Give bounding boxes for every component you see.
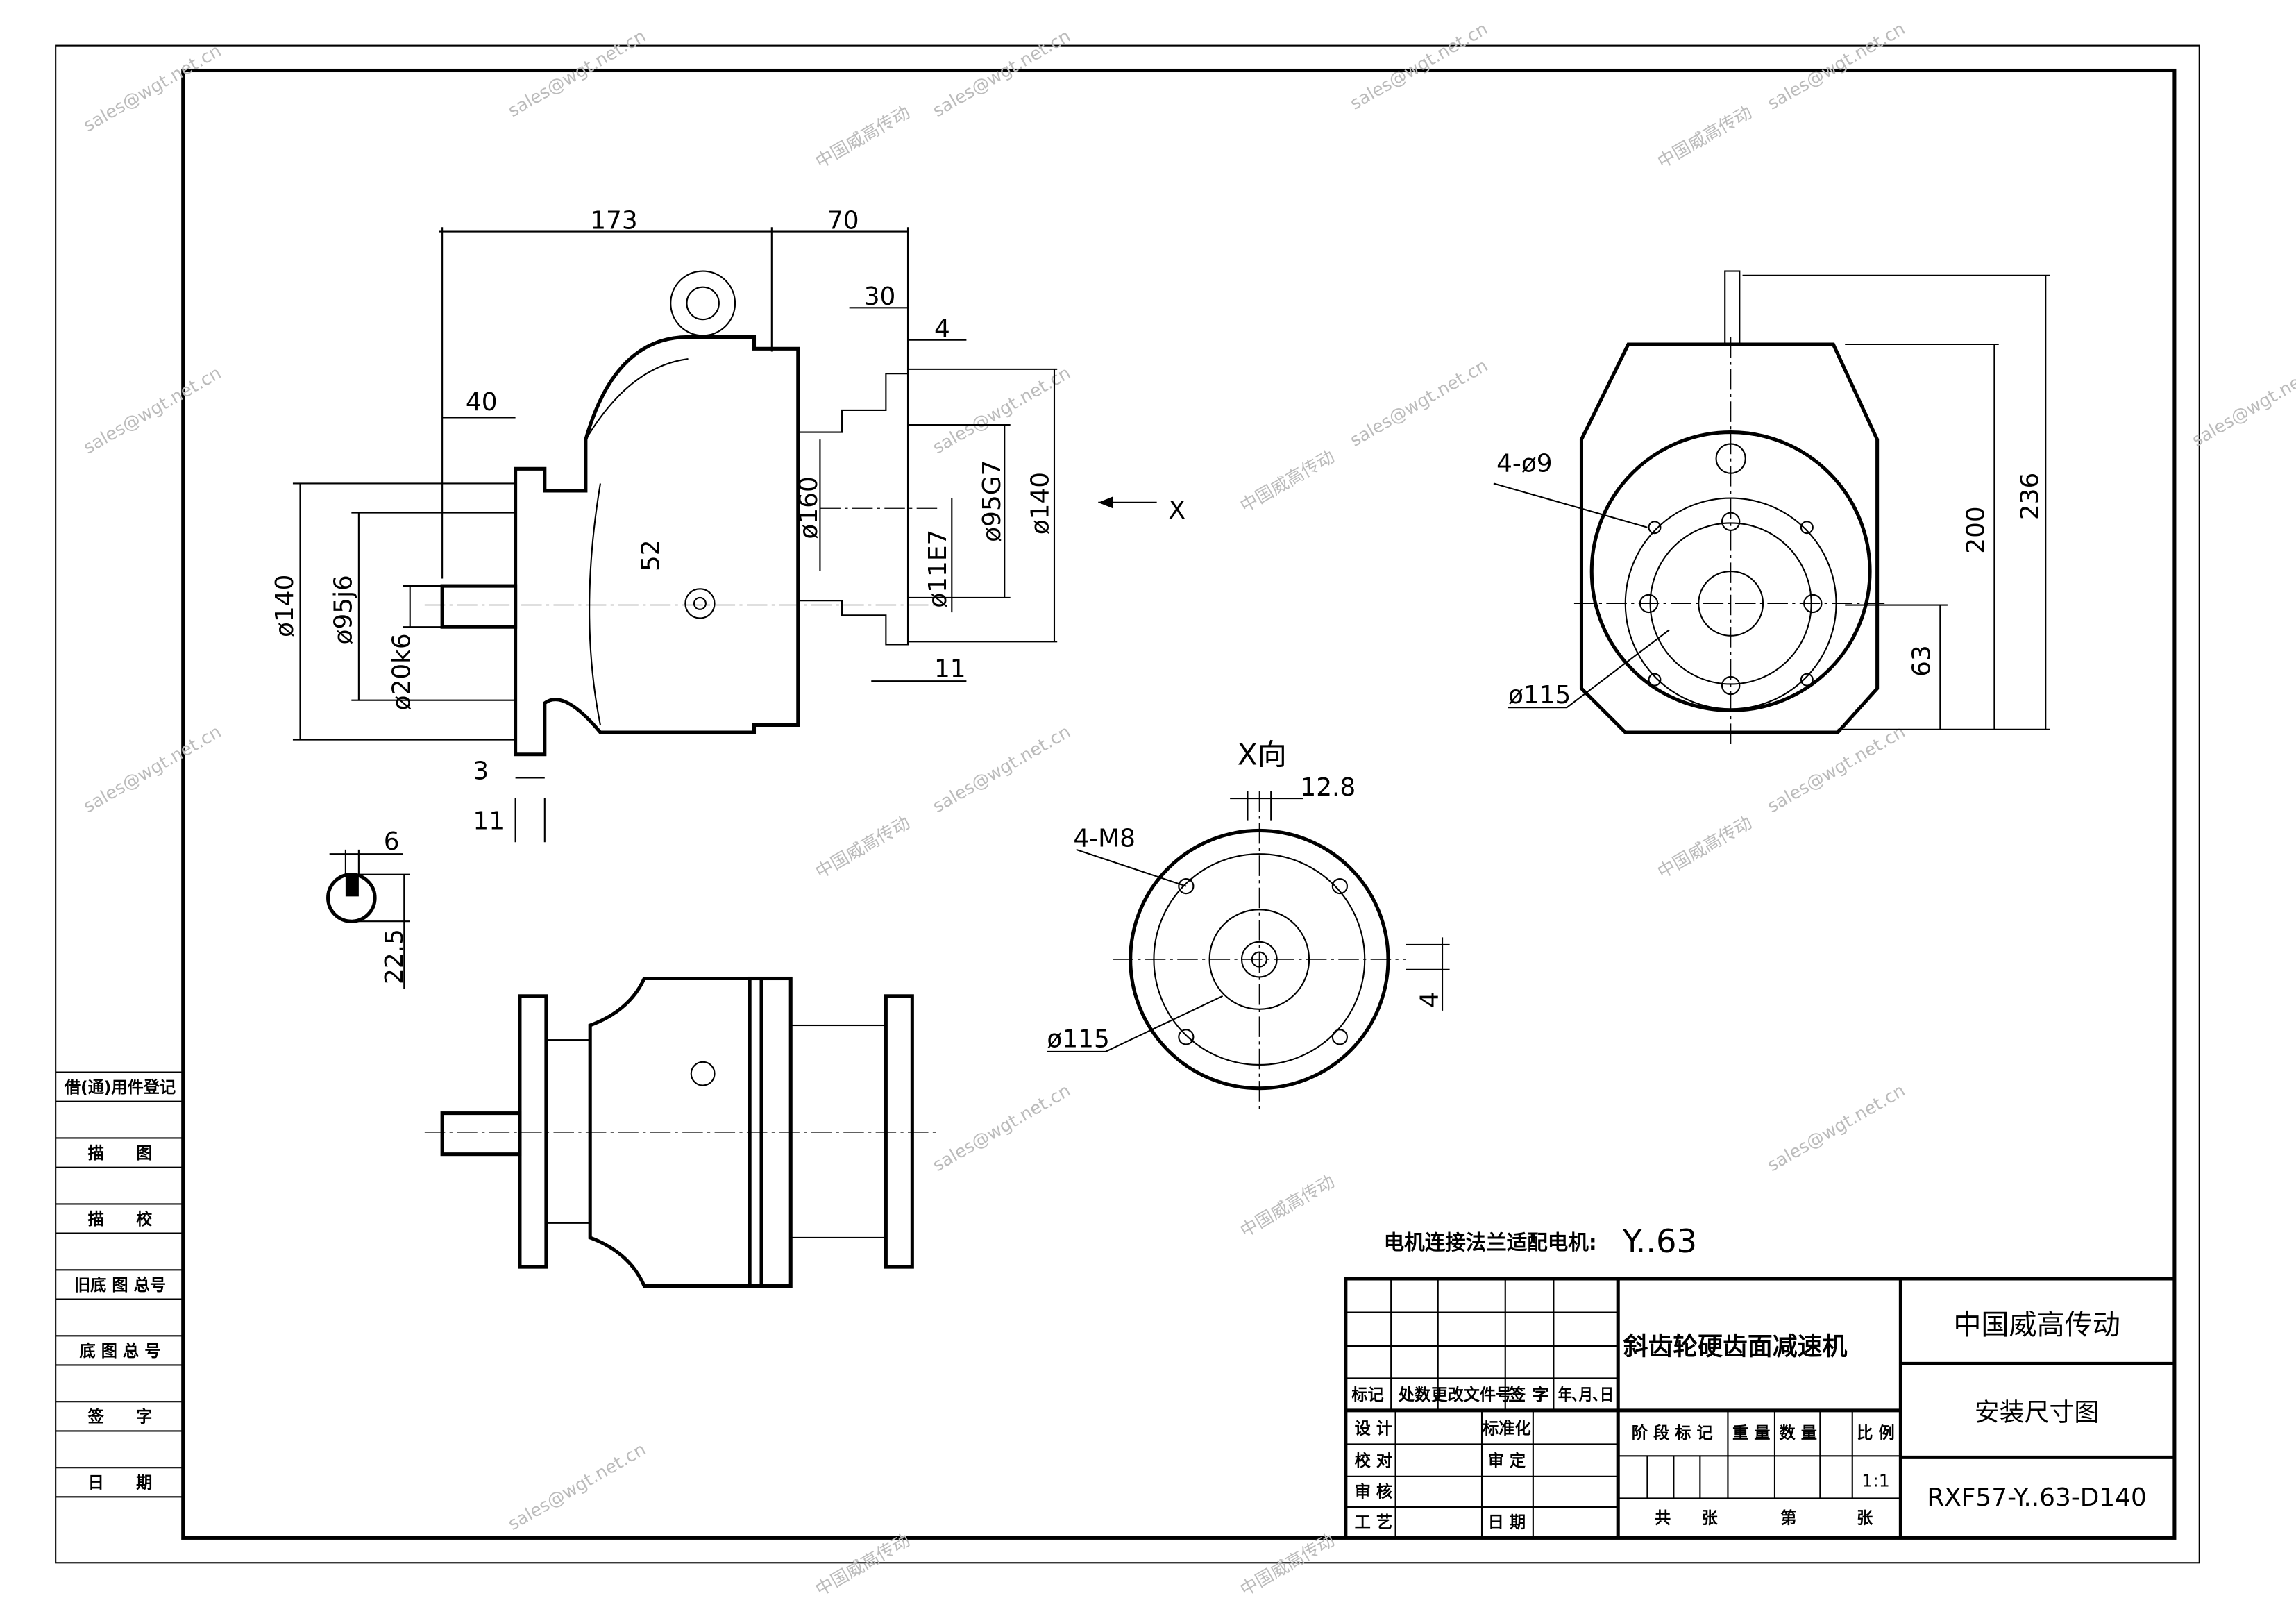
svg-text:11: 11 bbox=[934, 655, 966, 683]
end-view: 4-ø9 200 236 63 ø115 bbox=[1493, 270, 2050, 748]
svg-text:70: 70 bbox=[827, 206, 859, 235]
svg-text:52: 52 bbox=[636, 539, 665, 571]
svg-text:中国威高传动: 中国威高传动 bbox=[1237, 446, 1338, 516]
svg-text:ø140: ø140 bbox=[271, 575, 299, 637]
x-view: X向 12.8 4-M8 4 ø115 bbox=[1047, 737, 1450, 1113]
svg-text:ø95G7: ø95G7 bbox=[978, 460, 1006, 542]
drawing-type: 安装尺寸图 bbox=[1975, 1399, 2099, 1427]
svg-text:ø11E7: ø11E7 bbox=[924, 530, 952, 608]
svg-text:工 艺: 工 艺 bbox=[1355, 1513, 1392, 1532]
svg-text:sales@wgt.net.cn: sales@wgt.net.cn bbox=[929, 1080, 1074, 1175]
svg-text:6: 6 bbox=[384, 827, 400, 856]
svg-text:中国威高传动: 中国威高传动 bbox=[812, 812, 913, 882]
svg-text:描 校: 描 校 bbox=[88, 1210, 153, 1229]
svg-text:ø115: ø115 bbox=[1047, 1025, 1109, 1054]
svg-text:第: 第 bbox=[1780, 1508, 1796, 1527]
svg-text:中国威高传动: 中国威高传动 bbox=[1237, 1530, 1338, 1600]
svg-text:电机连接法兰适配电机:: 电机连接法兰适配电机: bbox=[1384, 1231, 1597, 1254]
left-register-table: 借(通)用件登记 描 图 描 校 旧底 图 总号 底 图 总 号 签 字 日 期 bbox=[56, 1071, 183, 1498]
svg-text:处数: 处数 bbox=[1398, 1386, 1431, 1404]
svg-text:描 图: 描 图 bbox=[88, 1144, 153, 1163]
inner-frame bbox=[181, 68, 2177, 1540]
svg-text:sales@wgt.net.cn: sales@wgt.net.cn bbox=[929, 362, 1074, 457]
svg-text:中国威高传动: 中国威高传动 bbox=[1654, 812, 1755, 882]
svg-text:sales@wgt.net.cn: sales@wgt.net.cn bbox=[505, 26, 649, 121]
model-number: RXF57-Y..63-D140 bbox=[1927, 1483, 2146, 1512]
svg-text:日 期: 日 期 bbox=[1488, 1513, 1526, 1532]
svg-text:sales@wgt.net.cn: sales@wgt.net.cn bbox=[80, 40, 224, 135]
svg-text:阶 段 标 记: 阶 段 标 记 bbox=[1632, 1424, 1713, 1443]
svg-text:4: 4 bbox=[1416, 992, 1444, 1008]
svg-text:sales@wgt.net.cn: sales@wgt.net.cn bbox=[1764, 1080, 1908, 1175]
svg-text:数 量: 数 量 bbox=[1779, 1424, 1816, 1443]
svg-text:校 对: 校 对 bbox=[1355, 1452, 1392, 1470]
svg-text:签 字: 签 字 bbox=[1508, 1386, 1549, 1404]
svg-text:sales@wgt.net.cn: sales@wgt.net.cn bbox=[1764, 19, 1908, 114]
svg-text:底 图 总 号: 底 图 总 号 bbox=[80, 1342, 161, 1361]
x-view-title: X向 bbox=[1238, 737, 1287, 771]
product-name: 斜齿轮硬齿面减速机 bbox=[1623, 1333, 1848, 1361]
svg-text:更改文件号: 更改文件号 bbox=[1431, 1386, 1512, 1404]
svg-text:旧底 图 总号: 旧底 图 总号 bbox=[74, 1276, 166, 1295]
svg-text:12.8: 12.8 bbox=[1300, 773, 1356, 802]
svg-text:sales@wgt.net.cn: sales@wgt.net.cn bbox=[929, 26, 1074, 121]
svg-text:借(通)用件登记: 借(通)用件登记 bbox=[64, 1078, 176, 1097]
svg-text:sales@wgt.net.cn: sales@wgt.net.cn bbox=[929, 721, 1074, 816]
svg-text:审 定: 审 定 bbox=[1488, 1452, 1526, 1470]
svg-text:sales@wgt.net.cn: sales@wgt.net.cn bbox=[1347, 19, 1491, 114]
svg-text:X: X bbox=[1169, 496, 1186, 525]
svg-text:ø95j6: ø95j6 bbox=[329, 575, 357, 644]
svg-text:sales@wgt.net.cn: sales@wgt.net.cn bbox=[505, 1439, 649, 1534]
svg-text:中国威高传动: 中国威高传动 bbox=[1654, 102, 1755, 172]
svg-text:签 字: 签 字 bbox=[87, 1408, 153, 1427]
svg-text:Y..63: Y..63 bbox=[1622, 1222, 1698, 1260]
svg-text:40: 40 bbox=[466, 388, 498, 417]
svg-text:236: 236 bbox=[2016, 473, 2045, 520]
svg-text:11: 11 bbox=[473, 807, 505, 835]
bottom-view bbox=[424, 976, 938, 1288]
svg-text:日 期: 日 期 bbox=[88, 1474, 153, 1492]
svg-text:中国威高传动: 中国威高传动 bbox=[1237, 1171, 1338, 1241]
svg-text:张: 张 bbox=[1701, 1508, 1718, 1527]
svg-text:sales@wgt.net.cn: sales@wgt.net.cn bbox=[80, 721, 224, 816]
svg-text:设 计: 设 计 bbox=[1355, 1420, 1392, 1438]
key-section: 6 22.5 bbox=[326, 827, 410, 989]
svg-text:sales@wgt.net.cn: sales@wgt.net.cn bbox=[1347, 355, 1491, 451]
svg-text:3: 3 bbox=[473, 757, 489, 786]
company-name: 中国威高传动 bbox=[1953, 1309, 2120, 1341]
svg-text:sales@wgt.net.cn: sales@wgt.net.cn bbox=[80, 362, 224, 457]
svg-text:sales@wgt.net.cn: sales@wgt.net.cn bbox=[1764, 721, 1908, 816]
svg-text:年､月､日: 年､月､日 bbox=[1558, 1386, 1614, 1404]
svg-text:ø140: ø140 bbox=[1027, 472, 1055, 535]
svg-text:22.5: 22.5 bbox=[380, 929, 409, 984]
svg-text:张: 张 bbox=[1857, 1508, 1873, 1527]
svg-text:173: 173 bbox=[590, 206, 637, 235]
svg-text:比 例: 比 例 bbox=[1857, 1424, 1894, 1443]
svg-text:4-M8: 4-M8 bbox=[1073, 825, 1136, 853]
svg-text:重 量: 重 量 bbox=[1732, 1424, 1770, 1443]
motor-note: 电机连接法兰适配电机: Y..63 bbox=[1384, 1222, 1697, 1260]
svg-text:ø160: ø160 bbox=[795, 476, 823, 539]
svg-text:1:1: 1:1 bbox=[1862, 1471, 1890, 1491]
svg-text:ø115: ø115 bbox=[1508, 681, 1571, 709]
svg-text:审 核: 审 核 bbox=[1355, 1482, 1392, 1501]
outer-frame bbox=[55, 44, 2200, 1564]
svg-text:sales@wgt.net.cn: sales@wgt.net.cn bbox=[2188, 355, 2296, 451]
title-block: 标记 处数 更改文件号 签 字 年､月､日 设 计 校 对 审 核 工 艺 标准… bbox=[1344, 1277, 2175, 1538]
svg-text:4: 4 bbox=[934, 314, 950, 343]
svg-text:标记: 标记 bbox=[1351, 1386, 1383, 1404]
svg-text:4-ø9: 4-ø9 bbox=[1496, 450, 1553, 478]
svg-text:共: 共 bbox=[1655, 1508, 1671, 1527]
side-view: 173 70 30 4 40 52 ø160 ø95G7 ø140 ø11E7 … bbox=[271, 206, 1186, 843]
svg-text:中国威高传动: 中国威高传动 bbox=[812, 102, 913, 172]
svg-text:标准化: 标准化 bbox=[1483, 1420, 1531, 1438]
svg-text:中国威高传动: 中国威高传动 bbox=[812, 1530, 913, 1600]
svg-text:200: 200 bbox=[1962, 506, 1991, 553]
svg-text:30: 30 bbox=[864, 283, 896, 311]
svg-text:ø20k6: ø20k6 bbox=[388, 633, 416, 710]
svg-text:63: 63 bbox=[1908, 645, 1936, 677]
